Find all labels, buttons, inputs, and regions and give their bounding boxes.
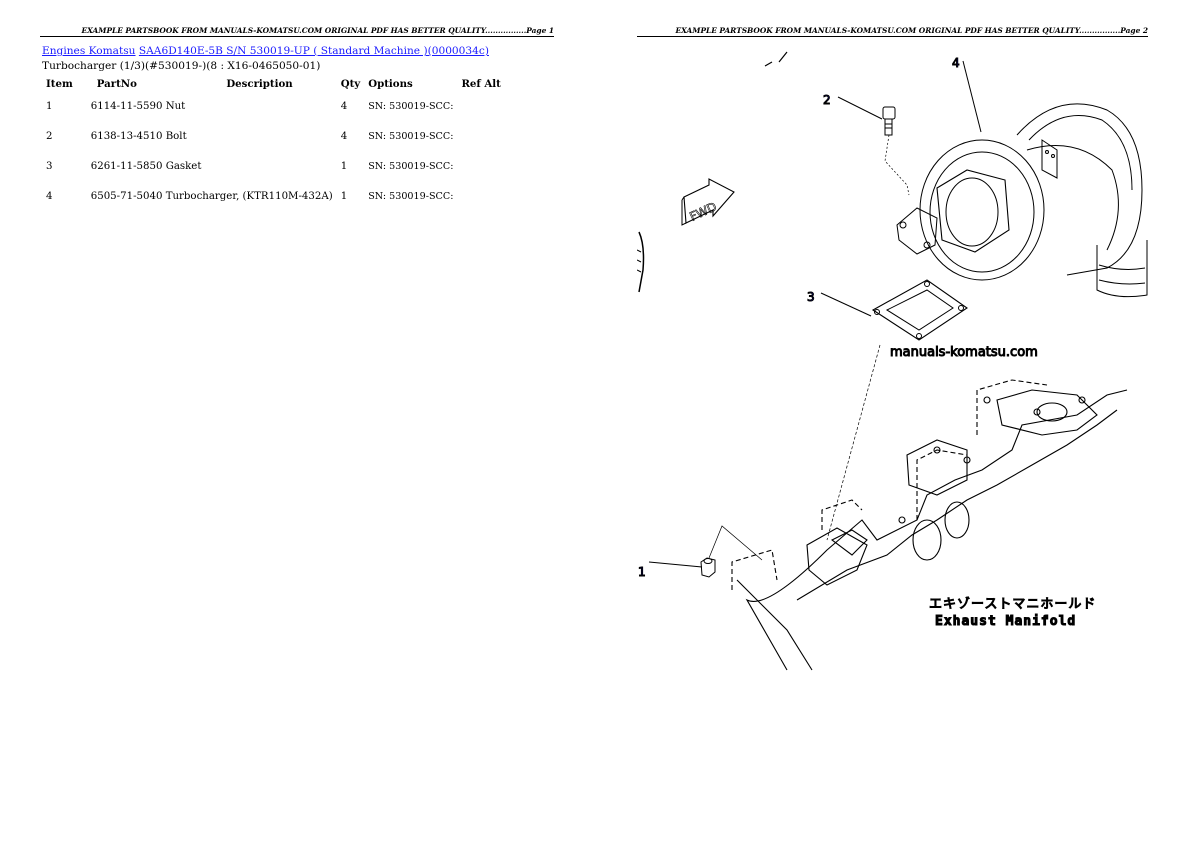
col-description: Description: [226, 78, 293, 90]
cell-item: 1: [46, 100, 53, 112]
cell-item: 4: [46, 190, 53, 202]
col-partno: PartNo: [96, 78, 137, 90]
table-row: 3 6261-11-5850 Gasket 1 SN: 530019-SCC:: [42, 151, 505, 181]
turbocharger-part: [896, 103, 1148, 298]
col-refalt: Ref Alt: [461, 78, 501, 90]
manifold-label-jp: エキゾーストマニホールド: [929, 597, 1096, 612]
cell-part: 6261-11-5850 Gasket: [87, 151, 337, 181]
cell-partno: 6261-11-5850: [90, 160, 163, 172]
cell-qty: 4: [340, 130, 348, 142]
parts-table: Item PartNo Description Qty Options Ref …: [42, 77, 505, 211]
cell-item: 2: [46, 130, 53, 142]
gasket-part: [871, 279, 968, 341]
page-header: EXAMPLE PARTSBOOK FROM MANUALS-KOMATSU.C…: [40, 26, 554, 37]
cell-description: Turbocharger, (KTR110M-432A): [165, 190, 333, 202]
fwd-arrow-icon: FWD: [681, 178, 735, 226]
breadcrumb-link-engines-komatsu[interactable]: Engines Komatsu: [42, 45, 136, 57]
nut-part: [700, 557, 716, 578]
exploded-parts-diagram: FWD 2 4: [637, 51, 1148, 671]
cell-options: SN: 530019-SCC:: [368, 100, 454, 112]
bolt-part: [882, 106, 896, 136]
callout-4[interactable]: 4: [952, 56, 961, 71]
cell-partno: 6114-11-5590: [90, 100, 163, 112]
cell-options: SN: 530019-SCC:: [368, 130, 454, 142]
callout-2[interactable]: 2: [823, 93, 832, 108]
cell-item: 3: [46, 160, 53, 172]
cell-refalt: [457, 91, 504, 121]
cell-description: Nut: [165, 100, 186, 112]
cell-refalt: [457, 151, 504, 181]
table-row: 2 6138-13-4510 Bolt 4 SN: 530019-SCC:: [42, 121, 505, 151]
table-row: 1 6114-11-5590 Nut 4 SN: 530019-SCC:: [42, 91, 505, 121]
table-header-row: Item PartNo Description Qty Options Ref …: [42, 77, 505, 91]
col-qty: Qty: [340, 78, 361, 90]
breadcrumb-link-model[interactable]: SAA6D140E-5B S/N 530019-UP ( Standard Ma…: [138, 45, 489, 57]
col-item: Item: [46, 78, 73, 90]
cell-description: Gasket: [165, 160, 202, 172]
col-options: Options: [368, 78, 413, 90]
cell-description: Bolt: [165, 130, 187, 142]
breadcrumb: Engines Komatsu SAA6D140E-5B S/N 530019-…: [42, 45, 489, 57]
cell-qty: 1: [340, 190, 348, 202]
section-title: Turbocharger (1/3)(#530019-)(8 : X16-046…: [42, 60, 321, 72]
cell-refalt: [457, 181, 504, 211]
watermark-text: manuals-komatsu.com: [890, 345, 1038, 360]
callout-3[interactable]: 3: [807, 290, 816, 305]
exhaust-manifold-part: [731, 379, 1128, 671]
parts-page-1: EXAMPLE PARTSBOOK FROM MANUALS-KOMATSU.C…: [40, 0, 554, 842]
cell-partno: 6505-71-5040: [90, 190, 163, 202]
manifold-label-en: Exhaust Manifold: [935, 614, 1076, 629]
cell-options: SN: 530019-SCC:: [368, 190, 454, 202]
parts-page-2: EXAMPLE PARTSBOOK FROM MANUALS-KOMATSU.C…: [637, 0, 1148, 842]
cell-refalt: [457, 121, 504, 151]
cell-part: 6114-11-5590 Nut: [87, 91, 337, 121]
cell-qty: 1: [340, 160, 348, 172]
cell-options: SN: 530019-SCC:: [368, 160, 454, 172]
cell-partno: 6138-13-4510: [90, 130, 163, 142]
cell-part: 6138-13-4510 Bolt: [87, 121, 337, 151]
svg-text:FWD: FWD: [688, 199, 719, 224]
cell-qty: 4: [340, 100, 348, 112]
cell-part: 6505-71-5040 Turbocharger, (KTR110M-432A…: [87, 181, 337, 211]
table-row: 4 6505-71-5040 Turbocharger, (KTR110M-43…: [42, 181, 505, 211]
page-header: EXAMPLE PARTSBOOK FROM MANUALS-KOMATSU.C…: [637, 26, 1148, 37]
callout-1[interactable]: 1: [638, 565, 647, 580]
